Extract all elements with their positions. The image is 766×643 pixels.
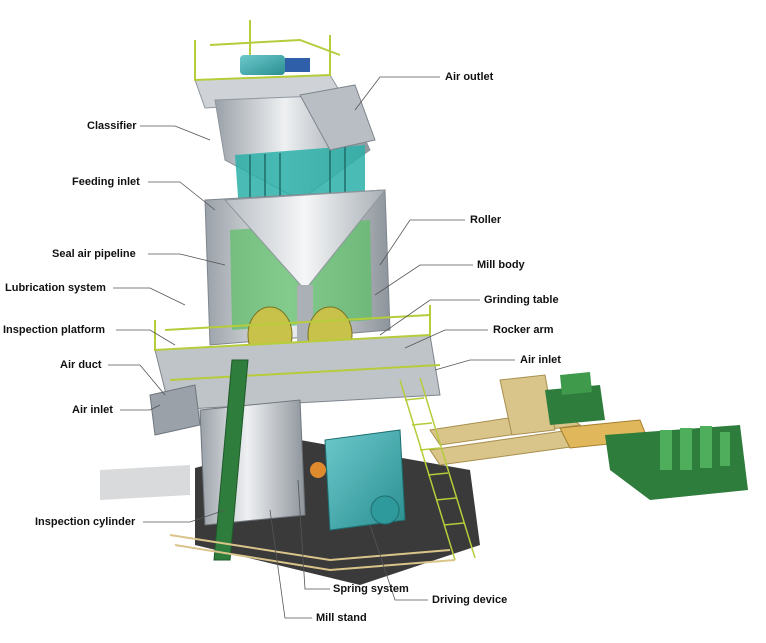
label-seal-air-pipeline: Seal air pipeline [52, 248, 136, 260]
label-spring-system: Spring system [333, 583, 409, 595]
inner-cone [223, 189, 387, 291]
label-air-inlet-left: Air inlet [72, 404, 113, 416]
label-lubrication-system: Lubrication system [5, 282, 106, 294]
leader-lines [108, 76, 515, 619]
floor-plate [100, 465, 190, 500]
motor-end [370, 495, 400, 525]
label-roller: Roller [470, 214, 502, 226]
label-inspection-platform: Inspection platform [3, 324, 106, 336]
label-rocker-arm: Rocker arm [493, 324, 554, 336]
label-mill-body: Mill body [477, 259, 525, 271]
label-air-outlet: Air outlet [445, 71, 494, 83]
gearbox-coupling [310, 462, 326, 478]
label-driving-device: Driving device [432, 594, 508, 606]
label-grinding-table: Grinding table [484, 294, 559, 306]
air-outlet-duct [299, 84, 376, 151]
label-feeding-inlet: Feeding inlet [72, 176, 140, 188]
inspection-cylinder [213, 359, 249, 561]
stairway [399, 377, 476, 561]
lower-rails [169, 534, 456, 572]
platform-rails [154, 305, 441, 381]
label-classifier: Classifier [87, 120, 137, 132]
label-mill-stand: Mill stand [316, 612, 367, 624]
left-air-duct [149, 384, 201, 436]
right-green-equipment [545, 372, 748, 500]
mill-stand-block [199, 399, 306, 526]
label-air-inlet-right: Air inlet [520, 354, 561, 366]
label-inspection-cylinder: Inspection cylinder [35, 516, 136, 528]
label-air-duct: Air duct [60, 359, 102, 371]
